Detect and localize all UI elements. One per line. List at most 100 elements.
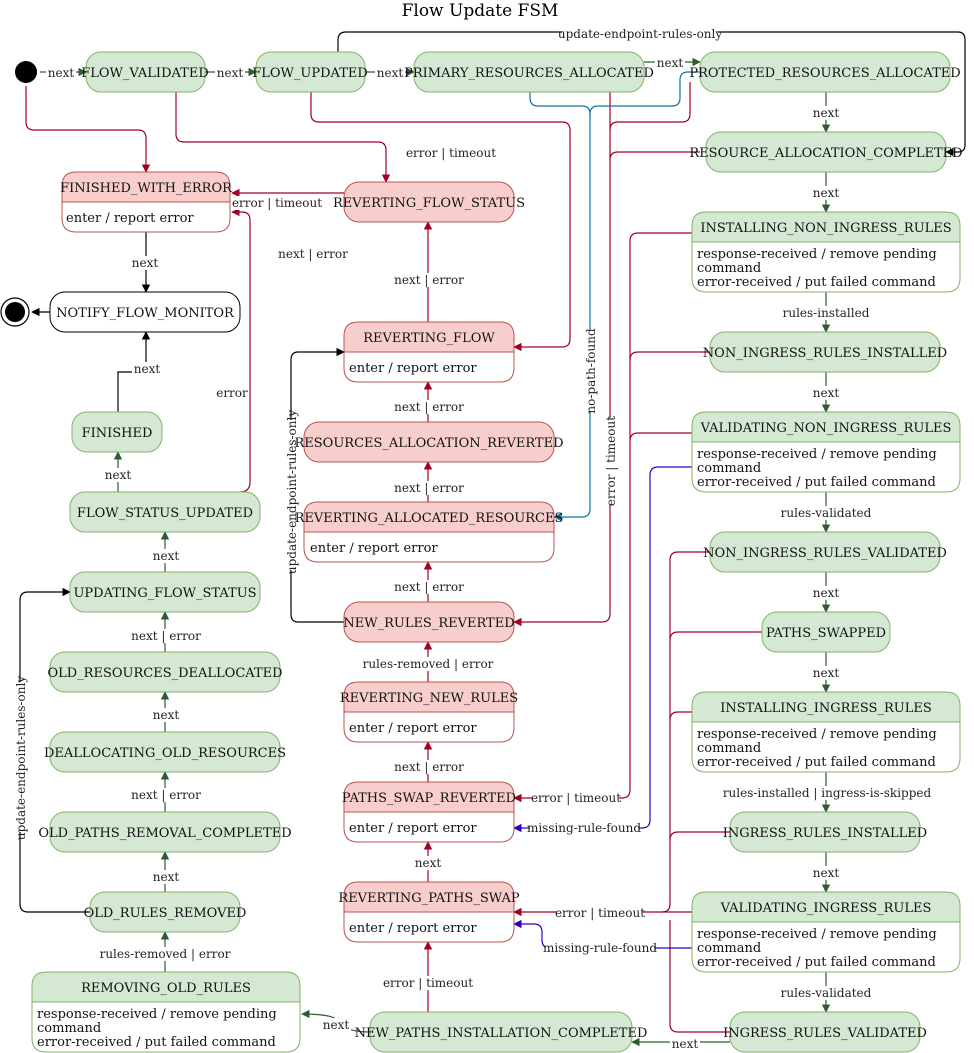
- label-update-endpoint-top: update-endpoint-rules-only: [558, 27, 722, 41]
- label-next-reverting-paths-swap: next: [415, 856, 442, 870]
- state-finished-with-error: FINISHED_WITH_ERROR enter / report error: [60, 171, 233, 233]
- svg-text:FLOW_VALIDATED: FLOW_VALIDATED: [81, 66, 209, 81]
- label-error-timeout-reverting-paths-swap: error | timeout: [555, 906, 645, 920]
- svg-text:RESOURCES_ALLOCATION_REVERTED: RESOURCES_ALLOCATION_REVERTED: [294, 436, 563, 451]
- label-next-updated: next: [377, 66, 404, 80]
- state-ingress-rules-installed: INGRESS_RULES_INSTALLED: [723, 811, 927, 853]
- state-protected-resources-allocated: PROTECTED_RESOURCES_ALLOCATED: [689, 51, 961, 93]
- edge-primary-new-rules-reverted: [513, 92, 611, 627]
- edge-swapped-error: [669, 631, 762, 641]
- svg-text:VALIDATING_NON_INGRESS_RULES: VALIDATING_NON_INGRESS_RULES: [700, 421, 952, 436]
- svg-text:INSTALLING_INGRESS_RULES: INSTALLING_INGRESS_RULES: [720, 701, 931, 716]
- svg-text:command: command: [697, 461, 761, 476]
- state-finished: FINISHED: [71, 411, 163, 453]
- label-next-error-reverting-flow-status: next | error: [278, 247, 348, 261]
- svg-text:enter / report error: enter / report error: [349, 721, 477, 736]
- svg-text:NEW_PATHS_INSTALLATION_COMPLET: NEW_PATHS_INSTALLATION_COMPLETED: [355, 1026, 648, 1041]
- label-next-error-paths-removal: next | error: [131, 788, 201, 802]
- state-updating-flow-status: UPDATING_FLOW_STATUS: [69, 571, 261, 613]
- label-next-updating: next: [153, 549, 180, 563]
- state-new-paths-installation-completed: NEW_PATHS_INSTALLATION_COMPLETED: [355, 1011, 648, 1053]
- svg-text:REVERTING_NEW_RULES: REVERTING_NEW_RULES: [340, 691, 518, 706]
- end-node: [0, 297, 30, 327]
- state-deallocating-old-resources: DEALLOCATING_OLD_RESOURCES: [44, 731, 286, 773]
- label-next-primary: next: [657, 56, 684, 70]
- label-next-ingress-validated: next: [672, 1037, 699, 1051]
- edge-protected-error: [609, 82, 691, 131]
- label-next-protected: next: [813, 106, 840, 120]
- label-error-timeout-paths-swap-reverted: error | timeout: [531, 791, 621, 805]
- svg-text:REVERTING_FLOW_STATUS: REVERTING_FLOW_STATUS: [333, 196, 525, 211]
- state-ingress-rules-validated: INGRESS_RULES_VALIDATED: [723, 1011, 927, 1053]
- label-next-swapped: next: [813, 666, 840, 680]
- state-old-rules-removed: OLD_RULES_REMOVED: [84, 891, 247, 933]
- state-old-paths-removal-completed: OLD_PATHS_REMOVAL_COMPLETED: [38, 811, 292, 853]
- edge-ingress-installed-error: [669, 831, 730, 841]
- state-validating-non-ingress-rules: VALIDATING_NON_INGRESS_RULES response-re…: [691, 411, 961, 493]
- start-node: [15, 61, 37, 83]
- svg-text:response-received / remove pen: response-received / remove pending: [697, 727, 937, 742]
- svg-text:OLD_RULES_REMOVED: OLD_RULES_REMOVED: [84, 906, 247, 921]
- svg-text:enter / report error: enter / report error: [349, 921, 477, 936]
- edge-installing-non-ingress-paths-swap-reverted: [513, 232, 692, 803]
- label-next-deallocating: next: [153, 708, 180, 722]
- svg-text:FLOW_STATUS_UPDATED: FLOW_STATUS_UPDATED: [77, 506, 253, 521]
- svg-text:enter / report error: enter / report error: [349, 361, 477, 376]
- svg-text:NEW_RULES_REVERTED: NEW_RULES_REVERTED: [343, 616, 514, 631]
- edge-protected-no-path: [589, 71, 700, 115]
- svg-text:PRIMARY_RESOURCES_ALLOCATED: PRIMARY_RESOURCES_ALLOCATED: [404, 66, 654, 81]
- label-next-rac: next: [813, 186, 840, 200]
- label-rules-removed-error: rules-removed | error: [100, 947, 231, 961]
- state-reverting-new-rules: REVERTING_NEW_RULES enter / report error: [340, 681, 518, 743]
- label-next-error-reverting-allocated: next | error: [394, 481, 464, 495]
- edge-primary-reverting-allocated-no-path: [529, 92, 591, 522]
- svg-text:error-received / put failed co: error-received / put failed command: [697, 475, 936, 490]
- svg-text:enter / report error: enter / report error: [66, 211, 194, 226]
- label-rules-removed-error-reverting: rules-removed | error: [363, 657, 494, 671]
- state-new-rules-reverted: NEW_RULES_REVERTED: [343, 601, 515, 643]
- state-validating-ingress-rules: VALIDATING_INGRESS_RULES response-receiv…: [691, 891, 961, 973]
- svg-text:response-received / remove pen: response-received / remove pending: [697, 927, 937, 942]
- label-error-timeout-new-paths: error | timeout: [383, 976, 473, 990]
- svg-text:NON_INGRESS_RULES_INSTALLED: NON_INGRESS_RULES_INSTALLED: [703, 346, 947, 361]
- state-paths-swapped: PATHS_SWAPPED: [761, 611, 891, 653]
- label-next-non-ingress-validated: next: [813, 586, 840, 600]
- state-flow-status-updated: FLOW_STATUS_UPDATED: [69, 491, 261, 533]
- label-next-error-reverting-flow: next | error: [394, 273, 464, 287]
- svg-text:REVERTING_FLOW: REVERTING_FLOW: [363, 331, 495, 346]
- svg-text:FLOW_UPDATED: FLOW_UPDATED: [252, 66, 368, 81]
- label-next-new-paths: next: [323, 1018, 350, 1032]
- state-reverting-flow-status: REVERTING_FLOW_STATUS: [333, 181, 525, 223]
- edge-validated-reverting-flow-status: [175, 92, 391, 183]
- svg-text:PATHS_SWAPPED: PATHS_SWAPPED: [766, 626, 886, 641]
- svg-text:OLD_PATHS_REMOVAL_COMPLETED: OLD_PATHS_REMOVAL_COMPLETED: [38, 826, 291, 841]
- svg-text:REVERTING_ALLOCATED_RESOURCES: REVERTING_ALLOCATED_RESOURCES: [295, 511, 564, 526]
- svg-text:error-received / put failed co: error-received / put failed command: [697, 755, 936, 770]
- edge-non-ingress-validated-reverting-paths-swap: [513, 551, 710, 917]
- edge-validating-non-ingress-missing-rule: [513, 466, 692, 833]
- state-primary-resources-allocated: PRIMARY_RESOURCES_ALLOCATED: [404, 51, 654, 93]
- label-next-status-updated: next: [105, 468, 132, 482]
- edge-start-finished-with-error: [25, 86, 151, 173]
- svg-text:PROTECTED_RESOURCES_ALLOCATED: PROTECTED_RESOURCES_ALLOCATED: [689, 66, 960, 81]
- label-rules-installed-ingress-skipped: rules-installed | ingress-is-skipped: [723, 786, 932, 800]
- label-next-finished-with-error: next: [132, 256, 159, 270]
- edge-updated-rac-update-endpoint: [337, 31, 966, 157]
- label-error-timeout-vertical: error | timeout: [604, 416, 618, 506]
- svg-text:response-received / remove pen: response-received / remove pending: [697, 247, 937, 262]
- state-installing-non-ingress-rules: INSTALLING_NON_INGRESS_RULES response-re…: [691, 211, 961, 293]
- state-installing-ingress-rules: INSTALLING_INGRESS_RULES response-receiv…: [691, 691, 961, 773]
- state-flow-validated: FLOW_VALIDATED: [81, 51, 209, 93]
- svg-text:INGRESS_RULES_VALIDATED: INGRESS_RULES_VALIDATED: [723, 1026, 927, 1041]
- svg-text:enter / report error: enter / report error: [310, 541, 438, 556]
- label-rules-installed: rules-installed: [783, 306, 870, 320]
- svg-text:enter / report error: enter / report error: [349, 821, 477, 836]
- svg-text:NOTIFY_FLOW_MONITOR: NOTIFY_FLOW_MONITOR: [56, 306, 235, 321]
- label-next-non-ingress-installed: next: [813, 386, 840, 400]
- label-missing-rule-found-1: missing-rule-found: [527, 821, 641, 835]
- svg-text:command: command: [37, 1021, 101, 1036]
- state-paths-swap-reverted: PATHS_SWAP_REVERTED enter / report error: [342, 781, 516, 843]
- edge-validating-non-ingress-error: [629, 432, 692, 442]
- edge-installing-ingress-error: [669, 711, 692, 721]
